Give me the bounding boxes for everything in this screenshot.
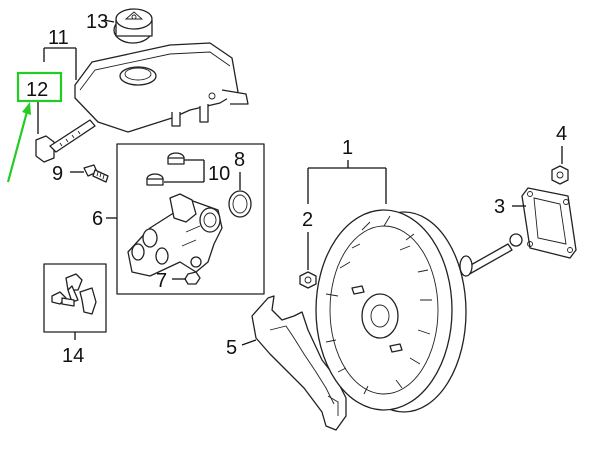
nut-2 xyxy=(299,271,317,289)
gasket-3 xyxy=(521,187,577,259)
highlight-arrow-head xyxy=(22,102,31,115)
master-cylinder xyxy=(127,152,252,285)
label-7: 7 xyxy=(156,270,167,292)
label-1: 1 xyxy=(342,137,353,159)
label-8: 8 xyxy=(234,149,245,171)
label-6: 6 xyxy=(92,208,103,230)
label-12: 12 xyxy=(26,79,48,101)
label-10: 10 xyxy=(208,163,230,185)
highlight-box xyxy=(16,71,63,103)
label-11: 11 xyxy=(48,27,69,49)
level-sensor xyxy=(35,119,96,163)
sensors-14 xyxy=(51,273,97,315)
label-3: 3 xyxy=(494,196,505,218)
label-2: 2 xyxy=(302,209,313,231)
fluid-reservoir xyxy=(74,42,249,133)
brake-booster xyxy=(315,209,523,413)
bolt-9 xyxy=(83,164,109,183)
reservoir-cap xyxy=(113,8,153,44)
leader-lines xyxy=(37,19,563,346)
label-13: 13 xyxy=(86,11,108,33)
nut-4 xyxy=(551,165,569,185)
label-14: 14 xyxy=(62,345,84,367)
highlight-arrow xyxy=(6,107,30,183)
label-4: 4 xyxy=(556,123,567,145)
label-5: 5 xyxy=(226,337,237,359)
label-9: 9 xyxy=(52,163,63,185)
